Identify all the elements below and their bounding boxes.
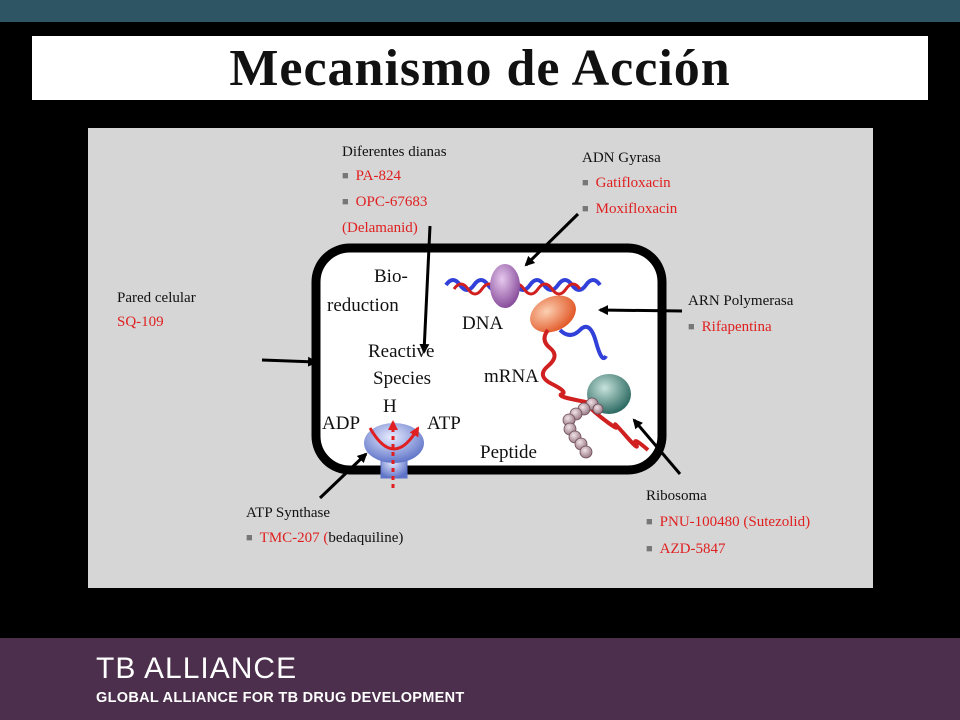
dna-arm — [558, 325, 608, 361]
arrow-atp-synthase — [318, 452, 368, 500]
adn-gyrasa-item: ■Gatifloxacin — [582, 175, 671, 191]
arrow-diferentes-dianas — [419, 225, 432, 354]
label-dna: DNA — [462, 313, 504, 334]
bullet-icon: ■ — [582, 203, 589, 215]
adn-gyrasa-item: ■Moxifloxacin — [582, 201, 678, 217]
label-h: H — [383, 396, 397, 417]
diferentes-dianas-item: ■OPC-67683 — [342, 194, 428, 210]
diferentes-dianas-heading: Diferentes dianas — [342, 144, 447, 160]
atp-synthase-shape — [364, 423, 424, 479]
ribosoma-item: ■PNU-100480 (Sutezolid) — [646, 514, 811, 530]
footer-tagline: GLOBAL ALLIANCE FOR TB DRUG DEVELOPMENT — [96, 690, 465, 706]
top-bar — [0, 0, 960, 22]
ribosoma-item: ■AZD-5847 — [646, 541, 726, 557]
adn-gyrasa-heading: ADN Gyrasa — [582, 150, 661, 166]
bullet-icon: ■ — [582, 177, 589, 189]
ribosoma-heading: Ribosoma — [646, 488, 707, 504]
bullet-icon: ■ — [646, 516, 653, 528]
bullet-icon: ■ — [688, 321, 695, 333]
arn-polymerasa-heading: ARN Polymerasa — [688, 293, 794, 309]
pared-celular-item: SQ-109 — [117, 314, 164, 330]
label-atp: ATP — [427, 413, 461, 434]
arn-polymerasa-item: ■Rifapentina — [688, 319, 772, 335]
adp-atp-arrow — [368, 426, 420, 451]
label-reduction: reduction — [327, 295, 399, 316]
bullet-icon: ■ — [646, 543, 653, 555]
peptide-chain — [562, 397, 604, 459]
label-peptide: Peptide — [480, 442, 537, 463]
arrow-arn-polymerasa — [598, 305, 683, 316]
atp-synthase-heading: ATP Synthase — [246, 505, 331, 521]
label-bio: Bio- — [374, 266, 408, 287]
slide-title: Mecanismo de Acción — [229, 39, 731, 97]
rna-polymerase-shape — [530, 295, 576, 333]
label-species: Species — [373, 368, 432, 389]
diferentes-dianas-tail: (Delamanid) — [342, 220, 418, 236]
arrow-adn-gyrasa — [524, 212, 580, 267]
arrow-ribosoma — [632, 418, 682, 475]
dna-gyrase-shape — [490, 264, 520, 308]
footer-bar — [0, 638, 960, 720]
label-adp: ADP — [322, 413, 361, 434]
atp-synthase-item: ■TMC-207 (bedaquiline) — [246, 530, 404, 546]
pared-celular-heading: Pared celular — [117, 290, 196, 306]
bullet-icon: ■ — [246, 532, 253, 544]
bullet-icon: ■ — [342, 170, 349, 182]
diferentes-dianas-item: ■PA-824 — [342, 168, 401, 184]
footer-brand: TB ALLIANCE — [96, 652, 298, 685]
label-reactive: Reactive — [368, 341, 435, 362]
title-box: Mecanismo de Acción — [32, 36, 928, 100]
arrow-pared-celular — [261, 356, 318, 367]
bullet-icon: ■ — [342, 196, 349, 208]
label-mrna: mRNA — [484, 366, 539, 387]
